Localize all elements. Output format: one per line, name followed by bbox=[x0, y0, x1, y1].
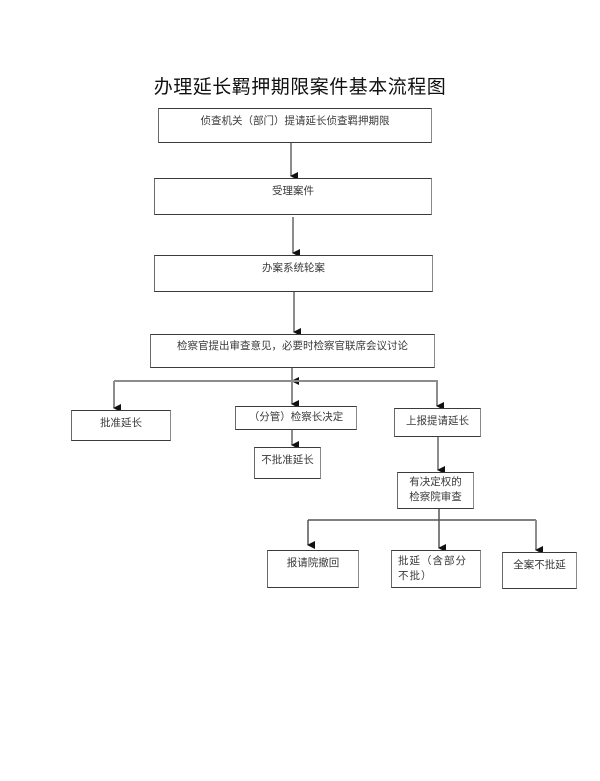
node-withdraw-label: 报请院撤回 bbox=[286, 557, 340, 569]
node-full-reject-label: 全案不批延 bbox=[513, 559, 566, 571]
node-report-up-label: 上报提请延长 bbox=[406, 415, 469, 427]
node-approve: 批准延长 bbox=[71, 410, 171, 441]
node-not-approve: 不批准延长 bbox=[254, 447, 321, 479]
node-accept-label: 受理案件 bbox=[272, 185, 314, 197]
node-review-label: 检察官提出审查意见，必要时检察官联席会议讨论 bbox=[177, 340, 408, 352]
node-review: 检察官提出审查意见，必要时检察官联席会议讨论 bbox=[150, 334, 435, 368]
node-chief-decision-label: （分管）检察长决定 bbox=[248, 411, 344, 423]
node-assign-label: 办案系统轮案 bbox=[262, 262, 325, 274]
node-superior-review: 有决定权的检察院审查 bbox=[397, 472, 474, 509]
node-superior-review-label: 有决定权的检察院审查 bbox=[409, 476, 462, 503]
node-report-up: 上报提请延长 bbox=[394, 408, 481, 437]
node-partial-approve: 批延（含部分不批） bbox=[391, 550, 481, 588]
node-assign: 办案系统轮案 bbox=[154, 255, 433, 292]
node-request: 侦查机关（部门）提请延长侦查羁押期限 bbox=[158, 108, 432, 143]
node-withdraw: 报请院撤回 bbox=[267, 550, 359, 588]
node-approve-label: 批准延长 bbox=[100, 417, 142, 429]
node-accept: 受理案件 bbox=[154, 178, 432, 215]
node-partial-approve-label: 批延（含部分不批） bbox=[398, 555, 467, 582]
node-not-approve-label: 不批准延长 bbox=[261, 454, 314, 466]
node-chief-decision: （分管）检察长决定 bbox=[235, 406, 357, 430]
node-request-label: 侦查机关（部门）提请延长侦查羁押期限 bbox=[200, 115, 390, 127]
node-full-reject: 全案不批延 bbox=[502, 552, 577, 589]
page-title: 办理延长羁押期限案件基本流程图 bbox=[153, 76, 447, 98]
